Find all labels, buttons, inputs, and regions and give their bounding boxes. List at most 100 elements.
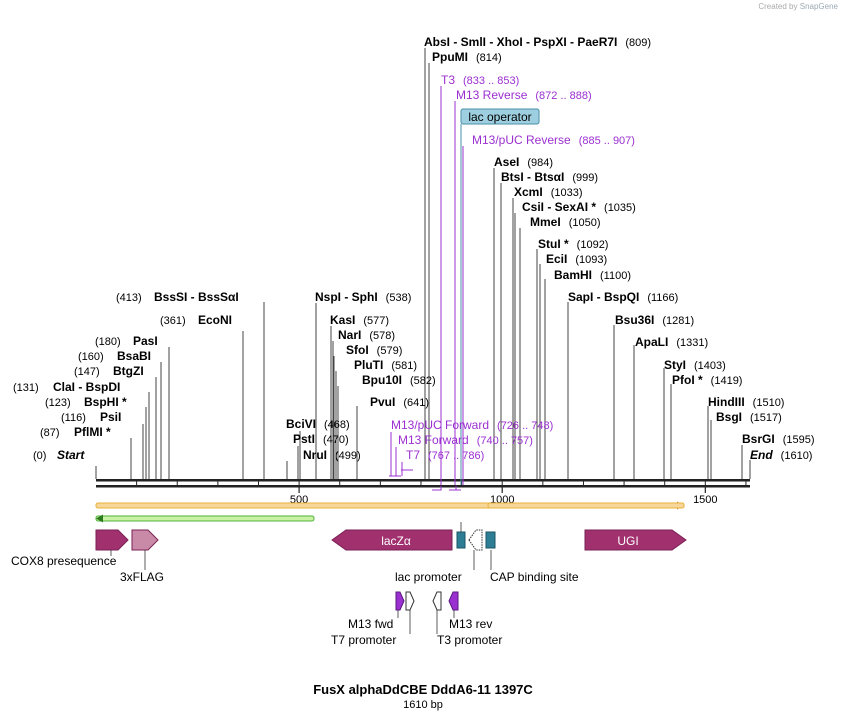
orf-arrows: [95, 501, 685, 523]
site-name: AseI: [494, 155, 519, 169]
site-label: NruI (499): [303, 448, 361, 462]
site-position: (538): [386, 292, 412, 304]
enzyme-name: PflMI *: [74, 425, 111, 439]
orf-bar-forward-right: [487, 502, 685, 509]
map-title: FusX alphaDdCBE DddA6-11 1397C: [313, 682, 533, 697]
site-label: PstI(470): [293, 432, 349, 446]
site-name: MmeI: [530, 215, 561, 229]
site-position: (1035): [604, 202, 636, 214]
enzyme-site-position: (131): [13, 382, 39, 394]
site-position: (641): [403, 397, 429, 409]
enzyme-cut-lines: [95, 48, 751, 479]
site-name: M13 Reverse: [456, 88, 528, 102]
site-label: Bpu10I(582): [362, 373, 436, 387]
enzyme-name: EcoNI: [198, 313, 232, 327]
site-label: HindIII (1510): [708, 395, 784, 409]
feature-label-lac-promoter: lac promoter: [395, 570, 462, 584]
site-name: NarI: [338, 328, 361, 342]
site-position: (582): [410, 375, 436, 387]
site-label: BamHI(1100): [554, 268, 631, 282]
site-label: Bsu36I(1281): [615, 313, 694, 327]
site-position: (833 .. 853): [463, 75, 519, 87]
site-name: BsgI: [716, 410, 742, 424]
feature-t3-promoter: [432, 591, 442, 611]
site-position: (468): [324, 419, 350, 431]
site-position: (499): [335, 450, 361, 462]
site-label: PfoI *(1419): [672, 373, 742, 387]
site-name: NspI - SphI: [315, 290, 378, 304]
site-position: (1092): [577, 239, 609, 251]
credit-brand: SnapGene: [799, 2, 838, 11]
orf-bar-reverse: [95, 515, 315, 522]
enzyme-site-position: (87): [40, 427, 60, 439]
site-position: (581): [391, 360, 417, 372]
site-label: M13 Forward (740 .. 757): [398, 433, 533, 447]
site-position: (1033): [551, 187, 583, 199]
site-name: PpuMI: [432, 50, 468, 64]
site-label: StuI * (1092): [538, 237, 608, 251]
feature-lac-operator-box: [456, 531, 466, 549]
site-name: EciI: [546, 252, 567, 266]
feature-label-m13fwd: M13 fwd: [348, 617, 393, 631]
feature-label-t3-promoter: T3 promoter: [437, 633, 502, 647]
site-label: M13 Reverse (872 .. 888): [456, 88, 592, 102]
site-label: BsgI(1517): [716, 410, 782, 424]
site-name: SapI - BspQI: [568, 290, 639, 304]
site-position: (1610): [781, 450, 813, 462]
enzyme-site-position: (123): [45, 397, 71, 409]
site-position: (740 .. 757): [477, 435, 533, 447]
site-position: (999): [572, 172, 598, 184]
enzyme-site-position: (180): [95, 336, 121, 348]
site-labels: (0)Start(87)PflMI *(116)PsiI(123)BspHI *…: [13, 35, 814, 462]
site-name: PvuI: [370, 395, 395, 409]
credit-prefix: Created by: [758, 2, 798, 11]
feature-3xflag: [131, 529, 159, 551]
site-name: StuI *: [538, 237, 569, 251]
site-label: EciI(1093): [546, 252, 607, 266]
site-label: SapI - BspQI(1166): [568, 290, 678, 304]
enzyme-site-position: (147): [74, 366, 100, 378]
enzyme-name: Start: [57, 448, 85, 462]
site-position: (872 .. 888): [535, 90, 591, 102]
site-label: BsrGI(1595): [742, 432, 814, 446]
enzyme-site-position: (361): [160, 315, 186, 327]
site-name: NruI: [303, 448, 327, 462]
site-name: M13/pUC Reverse: [472, 133, 571, 147]
site-name: M13 Forward: [398, 433, 469, 447]
enzyme-site-position: (413): [116, 292, 142, 304]
site-name: T7: [406, 448, 420, 462]
site-name: HindIII: [708, 395, 745, 409]
site-position: (814): [476, 52, 502, 64]
feature-label-ugi: UGI: [617, 534, 638, 548]
site-label: M13/pUC Forward(726 .. 748): [391, 418, 553, 432]
enzyme-site-position: (0): [33, 450, 46, 462]
feature-label-lacz: lacZα: [381, 534, 411, 548]
enzyme-name: PasI: [133, 334, 158, 348]
enzyme-name: ClaI - BspDI: [53, 380, 120, 394]
site-position: (984): [527, 157, 553, 169]
site-name: KasI: [330, 313, 355, 327]
lac-operator-label: lac operator: [468, 110, 531, 124]
enzyme-name: BsaBI: [117, 349, 151, 363]
site-position: (579): [377, 345, 403, 357]
site-label: AseI (984): [494, 155, 553, 169]
site-label: StyI(1403): [664, 358, 726, 372]
site-position: (1510): [753, 397, 785, 409]
site-name: ApaLI: [635, 335, 668, 349]
enzyme-name: PsiI: [100, 410, 121, 424]
site-name: PluTI: [354, 358, 383, 372]
site-label: PvuI (641): [370, 395, 429, 409]
site-label: BtsI - BtsαI (999): [501, 170, 598, 184]
site-label: SfoI(579): [346, 343, 402, 357]
site-name: BciVI: [286, 417, 316, 431]
site-name: T3: [441, 73, 455, 87]
site-label: KasI(577): [330, 313, 389, 327]
feature-cox8: [95, 529, 129, 551]
site-label: PluTI (581): [354, 358, 417, 372]
site-name: PstI: [293, 432, 315, 446]
site-name: BtsI - BtsαI: [501, 170, 564, 184]
feature-lac-promoter: [468, 529, 483, 551]
site-position: (1331): [676, 337, 708, 349]
site-label: AbsI - SmlI - XhoI - PspXI - PaeR7I(809): [424, 35, 651, 49]
